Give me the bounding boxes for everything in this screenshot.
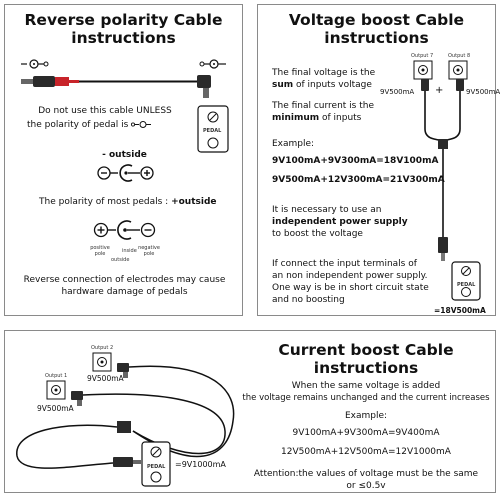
title-line-1: Reverse polarity Cable bbox=[24, 11, 223, 29]
output-7-label: Output 7 bbox=[411, 53, 434, 59]
output-2-value: 9V500mA bbox=[87, 374, 124, 383]
if-connect-line-2: an non independent power supply. bbox=[272, 271, 428, 281]
example-label: Example: bbox=[272, 139, 315, 149]
example-1: 9V100mA+9V300mA=18V100mA bbox=[272, 156, 439, 166]
same-voltage-line-1: When the same voltage is added bbox=[291, 381, 441, 391]
necessary-line-1: It is necessary to use an bbox=[272, 205, 382, 215]
title-line-2: instructions bbox=[71, 29, 176, 47]
plus-sign: + bbox=[435, 85, 444, 96]
title-line-1: Voltage boost Cable bbox=[288, 11, 465, 29]
damage-warning-line-1: Reverse connection of electrodes may cau… bbox=[23, 275, 226, 285]
most-pedals-text: The polarity of most pedals : bbox=[39, 197, 169, 207]
inside-label: inside bbox=[122, 248, 137, 254]
most-pedals-bold: +outside bbox=[171, 197, 217, 207]
negative-pole-label: negative pole bbox=[138, 245, 160, 257]
output-jack-icon bbox=[448, 60, 468, 80]
output-jack-icon bbox=[46, 380, 66, 400]
output-1-label: Output 1 bbox=[45, 373, 68, 379]
sum-bold: sum bbox=[272, 80, 294, 90]
if-connect-line-4: and no boosting bbox=[272, 295, 345, 305]
reverse-polarity-panel: Reverse polarity Cable instructions Do n… bbox=[4, 4, 243, 316]
attention-line-1: Attention:the values of voltage must be … bbox=[253, 469, 479, 479]
pedal-label: PEDAL bbox=[457, 282, 476, 288]
final-current-line-2: minimum of inputs bbox=[272, 113, 361, 124]
pedal-icon bbox=[451, 261, 481, 301]
example-2: 9V500mA+12V300mA=21V300mA bbox=[272, 175, 445, 185]
polarity-symbol-icon bbox=[199, 59, 226, 69]
reverse-polarity-cable-icon bbox=[21, 75, 211, 98]
most-pedals-line: The polarity of most pedals : +outside bbox=[39, 197, 217, 208]
panel-title: Reverse polarity Cable instructions bbox=[5, 11, 242, 47]
title-line-2: instructions bbox=[324, 29, 429, 47]
output-1-value: 9V500mA bbox=[37, 404, 74, 413]
warning-line-2-text: the polarity of pedal is bbox=[27, 120, 129, 130]
necessary-line-3: to boost the voltage bbox=[272, 229, 363, 239]
input-left-value: 9V500mA bbox=[380, 88, 415, 96]
output-8-label: Output 8 bbox=[448, 53, 471, 59]
final-voltage-line-2: sum of inputs voltage bbox=[272, 80, 372, 91]
pedal-label: PEDAL bbox=[203, 128, 222, 134]
outside-negative-label: - outside bbox=[102, 150, 147, 160]
same-voltage-line-2: the voltage remains unchanged and the cu… bbox=[242, 393, 490, 403]
voltage-result: =18V500mA bbox=[434, 306, 486, 315]
output-jack-icon bbox=[413, 60, 433, 80]
attention-line-2: or ≤0.5v bbox=[346, 481, 386, 491]
example-label: Example: bbox=[344, 411, 388, 421]
minimum-rest: of inputs bbox=[319, 113, 362, 123]
positive-pole-label: positive pole bbox=[90, 245, 110, 257]
if-connect-line-3: One way is be in short circuit state bbox=[272, 283, 429, 293]
if-connect-line-1: If connect the input terminals of bbox=[272, 259, 417, 269]
sum-rest: of inputs voltage bbox=[293, 80, 372, 90]
polarity-symbol-icon bbox=[131, 121, 152, 128]
example-2: 12V500mA+12V500mA=12V1000mA bbox=[281, 447, 451, 457]
output-jack-icon bbox=[92, 352, 112, 372]
example-1: 9V100mA+9V300mA=9V400mA bbox=[292, 428, 440, 438]
final-current-line-1: The final current is the bbox=[272, 101, 374, 111]
voltage-boost-y-cable-icon bbox=[421, 79, 464, 261]
voltage-boost-panel: Voltage boost Cable instructions Output … bbox=[257, 4, 500, 316]
negative-outside-symbol-icon bbox=[97, 164, 154, 182]
pedal-icon bbox=[141, 441, 171, 487]
pedal-icon bbox=[197, 105, 229, 153]
necessary-line-2: independent power supply bbox=[272, 217, 408, 227]
panel-title: Current boost Cable instructions bbox=[235, 341, 497, 377]
warning-line-2: the polarity of pedal is bbox=[27, 118, 155, 131]
panel-title: Voltage boost Cable instructions bbox=[258, 11, 495, 47]
current-boost-cable-icon bbox=[16, 363, 235, 469]
pedal-label: PEDAL bbox=[147, 464, 166, 470]
current-result: =9V1000mA bbox=[175, 460, 226, 469]
polarity-symbol-icon bbox=[21, 59, 49, 69]
final-voltage-line-1: The final voltage is the bbox=[272, 68, 376, 78]
damage-warning-line-2: hardware damage of pedals bbox=[61, 287, 188, 297]
title-line-2: instructions bbox=[313, 359, 419, 377]
output-2-label: Output 2 bbox=[91, 345, 114, 351]
warning-line-1: Do not use this cable UNLESS bbox=[38, 106, 172, 116]
minimum-bold: minimum bbox=[272, 113, 320, 123]
input-right-value: 9V500mA bbox=[466, 88, 500, 96]
title-line-1: Current boost Cable bbox=[278, 341, 454, 359]
outside-label: outside bbox=[111, 257, 130, 263]
positive-outside-symbol-icon bbox=[93, 220, 156, 240]
current-boost-panel: Current boost Cable instructions Output … bbox=[4, 330, 496, 493]
